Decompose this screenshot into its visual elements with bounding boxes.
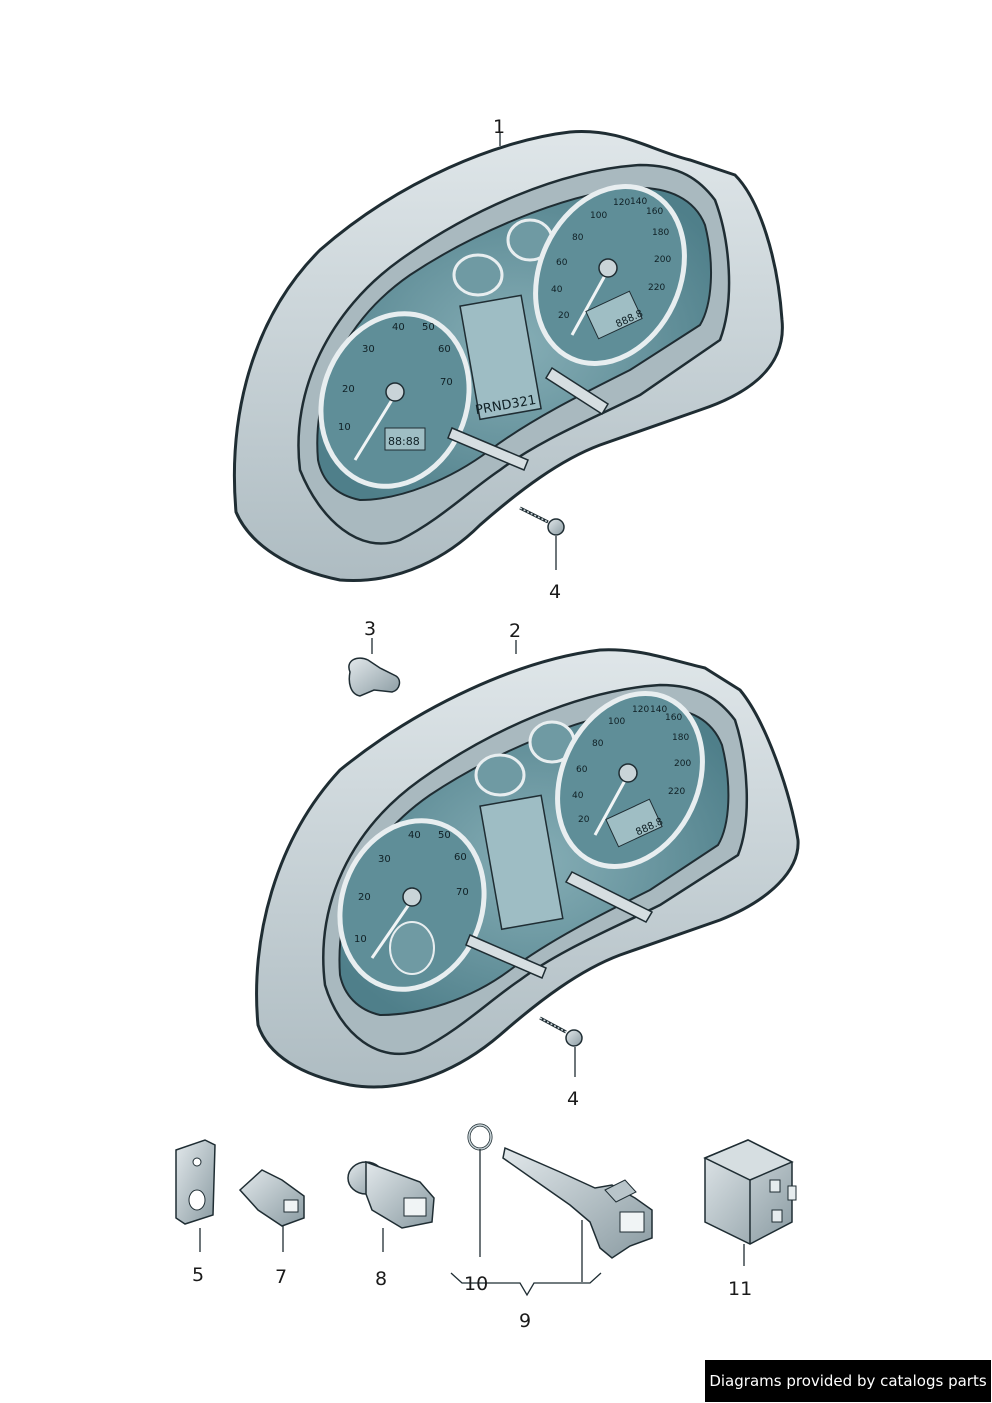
svg-text:20: 20 [558, 311, 570, 321]
svg-text:200: 200 [654, 255, 671, 265]
cluster-2-speed-ticks: 20 40 60 80 100 120 140 160 180 200 220 [572, 705, 691, 825]
svg-text:70: 70 [440, 377, 453, 388]
svg-text:40: 40 [392, 322, 405, 333]
cluster-2-speed-needle [593, 774, 630, 836]
cluster-1-mounting-pins [447, 366, 610, 471]
bulb-part-3 [348, 657, 401, 697]
screw-part-4-upper [519, 506, 565, 536]
svg-text:20: 20 [578, 815, 590, 825]
callout-8: 8 [375, 1268, 388, 1290]
svg-text:140: 140 [650, 705, 667, 715]
svg-text:60: 60 [576, 765, 588, 775]
callout-4-lower: 4 [567, 1088, 580, 1110]
svg-text:180: 180 [672, 733, 689, 743]
leader-lines [199, 133, 745, 1297]
svg-text:80: 80 [592, 739, 604, 749]
screw-part-4-lower [539, 1016, 583, 1047]
cluster-2-rpm-needle [370, 899, 414, 959]
svg-text:30: 30 [362, 344, 375, 355]
cluster-2-sub-gauge [389, 921, 435, 975]
cluster-1-small-gauges [452, 218, 554, 297]
cluster-1-speed-needle [570, 269, 610, 336]
sensor-part-8 [347, 1160, 435, 1229]
callout-1: 1 [493, 116, 506, 138]
svg-text:50: 50 [422, 322, 435, 333]
connector-part-7 [238, 1169, 305, 1227]
svg-text:10: 10 [354, 934, 367, 945]
svg-text:60: 60 [438, 344, 451, 355]
svg-text:160: 160 [665, 713, 682, 723]
svg-text:120: 120 [613, 198, 630, 208]
callout-9: 9 [519, 1310, 532, 1332]
svg-text:160: 160 [646, 207, 663, 217]
svg-text:100: 100 [590, 211, 607, 221]
cluster-1-odometer [585, 290, 643, 340]
cluster-1-center-display [459, 294, 542, 421]
svg-text:200: 200 [674, 759, 691, 769]
callout-11: 11 [728, 1278, 753, 1300]
svg-text:20: 20 [358, 892, 371, 903]
speed-sender-part-9 [502, 1146, 653, 1259]
svg-text:60: 60 [556, 258, 568, 268]
svg-text:10: 10 [338, 422, 351, 433]
cluster-1-speed-ticks: 20 40 60 80 100 120 140 160 180 200 220 [551, 197, 671, 321]
instrument-cluster-2: 10 20 30 40 50 60 70 20 40 60 80 100 120… [255, 648, 800, 1089]
callout-5: 5 [192, 1264, 205, 1286]
callout-4-upper: 4 [549, 581, 562, 603]
cluster-2-center-display [479, 794, 564, 931]
svg-text:40: 40 [408, 830, 421, 841]
credit-banner: Diagrams provided by catalogs parts [705, 1360, 991, 1402]
cluster-1-clock-display [384, 427, 426, 451]
cluster-2-small-gauges [474, 720, 576, 797]
cluster-2-mounting-pins [465, 871, 654, 979]
svg-text:88:88: 88:88 [388, 435, 420, 448]
cluster-1-rpm-needle [353, 394, 397, 461]
o-ring-part-10 [467, 1123, 493, 1151]
relay-part-11 [703, 1139, 797, 1245]
cluster-1-rpm-ticks: 10 20 30 40 50 60 70 [338, 322, 453, 433]
svg-text:40: 40 [572, 791, 584, 801]
svg-text:40: 40 [551, 285, 563, 295]
callout-2: 2 [509, 620, 522, 642]
callout-3: 3 [364, 618, 377, 640]
svg-text:20: 20 [342, 384, 355, 395]
svg-text:100: 100 [608, 717, 625, 727]
svg-text:30: 30 [378, 854, 391, 865]
svg-text:220: 220 [648, 283, 665, 293]
svg-text:50: 50 [438, 830, 451, 841]
svg-text:220: 220 [668, 787, 685, 797]
svg-text:80: 80 [572, 233, 584, 243]
instrument-cluster-1: 10 20 30 40 50 60 70 88:88 PRND321 20 40… [232, 130, 784, 583]
callout-7: 7 [275, 1266, 288, 1288]
callout-10: 10 [464, 1273, 489, 1295]
cluster-2-odometer [605, 798, 663, 848]
svg-text:60: 60 [454, 852, 467, 863]
svg-text:140: 140 [630, 197, 647, 207]
gasket-part-5 [175, 1139, 216, 1225]
cluster-2-rpm-ticks: 10 20 30 40 50 60 70 [354, 830, 469, 945]
svg-text:120: 120 [632, 705, 649, 715]
svg-text:180: 180 [652, 228, 669, 238]
svg-text:70: 70 [456, 887, 469, 898]
